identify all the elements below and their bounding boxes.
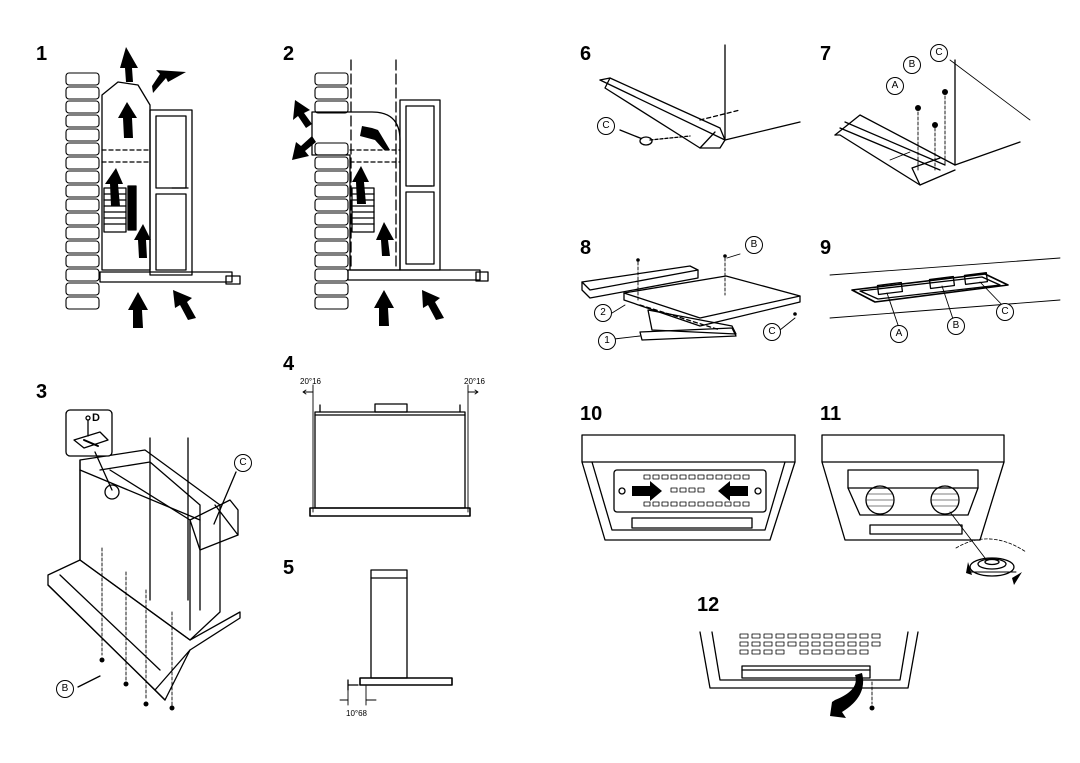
hood-side-view bbox=[370, 569, 408, 679]
wall-cabinet bbox=[149, 109, 193, 276]
dimension-fig4-left: 20°16 bbox=[300, 377, 321, 386]
callout-fig9-b: B bbox=[947, 317, 965, 335]
brick-wall bbox=[65, 72, 100, 310]
figure-11-drawing bbox=[821, 434, 1027, 585]
figure-5-drawing bbox=[339, 569, 453, 706]
figure-number-5: 5 bbox=[283, 557, 295, 579]
callout-fig9-c: C bbox=[996, 303, 1014, 321]
figure-12-drawing bbox=[699, 631, 919, 718]
figure-8-drawing bbox=[581, 253, 801, 341]
figure-number-4: 4 bbox=[283, 353, 295, 375]
figure-number-11: 11 bbox=[820, 403, 842, 425]
figure-number-12: 12 bbox=[697, 594, 720, 616]
figure-number-7: 7 bbox=[820, 43, 832, 65]
callout-fig3-b: B bbox=[56, 680, 74, 698]
figure-number-10: 10 bbox=[580, 403, 603, 425]
callout-fig7-c: C bbox=[930, 44, 948, 62]
callout-fig3-d: D bbox=[92, 412, 100, 424]
hood-base bbox=[347, 269, 481, 281]
figure-number-2: 2 bbox=[283, 43, 295, 65]
dimension-fig5-bottom: 10°68 bbox=[346, 709, 367, 718]
exhaust-duct bbox=[101, 81, 151, 271]
callout-fig6-c: C bbox=[597, 117, 615, 135]
callout-fig8-1: 1 bbox=[598, 332, 616, 350]
callout-fig9-a: A bbox=[890, 325, 908, 343]
figure-10-drawing bbox=[581, 434, 796, 541]
figure-number-9: 9 bbox=[820, 237, 832, 259]
figure-7-drawing bbox=[834, 59, 1031, 186]
figure-number-1: 1 bbox=[36, 43, 48, 65]
callout-fig7-a: A bbox=[886, 77, 904, 95]
callout-fig7-b: B bbox=[903, 56, 921, 74]
figure-2-drawing bbox=[292, 59, 489, 326]
airflow-arrows bbox=[105, 47, 196, 328]
hood-front-view bbox=[314, 411, 466, 509]
figure-number-3: 3 bbox=[36, 381, 48, 403]
figure-number-8: 8 bbox=[580, 237, 592, 259]
hood-base bbox=[99, 271, 233, 283]
elbow-duct bbox=[311, 111, 401, 271]
figure-1-drawing bbox=[65, 47, 241, 328]
figure-3-drawing bbox=[47, 409, 241, 711]
airflow-arrows bbox=[292, 100, 444, 326]
callout-fig8-c: C bbox=[763, 323, 781, 341]
figure-4-drawing bbox=[302, 384, 479, 517]
dimension-fig4-right: 20°16 bbox=[464, 377, 485, 386]
grease-filter-grille bbox=[613, 469, 767, 513]
callout-fig8-2: 2 bbox=[594, 304, 612, 322]
figure-6-drawing bbox=[599, 44, 801, 149]
brick-wall bbox=[314, 72, 349, 310]
callout-fig3-c: C bbox=[234, 454, 252, 472]
figure-number-6: 6 bbox=[580, 43, 592, 65]
callout-fig8-b: B bbox=[745, 236, 763, 254]
figure-9-drawing bbox=[829, 257, 1061, 326]
